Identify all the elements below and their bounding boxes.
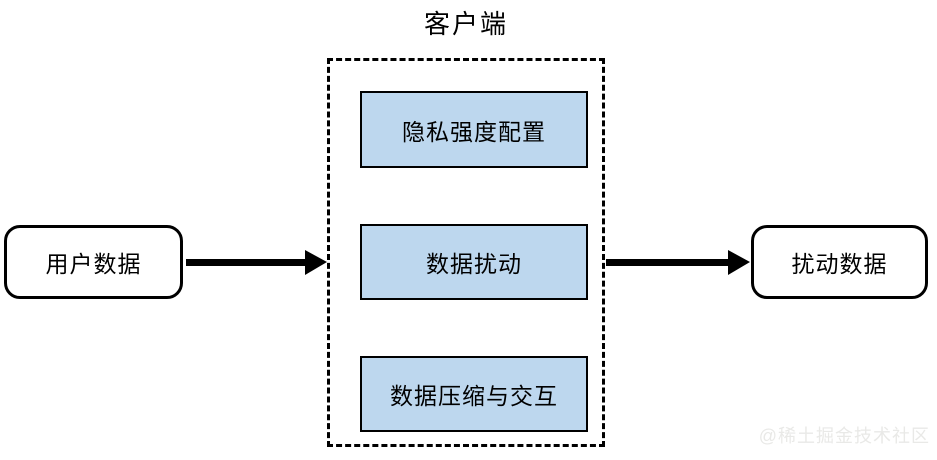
step-data-perturbation: 数据扰动 bbox=[360, 224, 588, 300]
arrow-head-icon bbox=[728, 250, 750, 275]
arrow-head-icon bbox=[305, 250, 327, 275]
node-perturbed-data: 扰动数据 bbox=[751, 225, 928, 299]
step-data-compression-interaction: 数据压缩与交互 bbox=[360, 356, 588, 432]
arrow-shaft bbox=[606, 259, 730, 266]
arrow-client-to-output-icon bbox=[606, 250, 750, 275]
arrow-user-to-client-icon bbox=[186, 250, 327, 275]
node-user-data: 用户数据 bbox=[4, 225, 183, 299]
watermark-text: @稀土掘金技术社区 bbox=[758, 426, 930, 446]
step-privacy-strength-config: 隐私强度配置 bbox=[360, 91, 588, 168]
client-boundary-title: 客户端 bbox=[423, 9, 508, 39]
arrow-shaft bbox=[186, 259, 307, 266]
client-boundary-box: 隐私强度配置 数据扰动 数据压缩与交互 bbox=[327, 58, 605, 447]
